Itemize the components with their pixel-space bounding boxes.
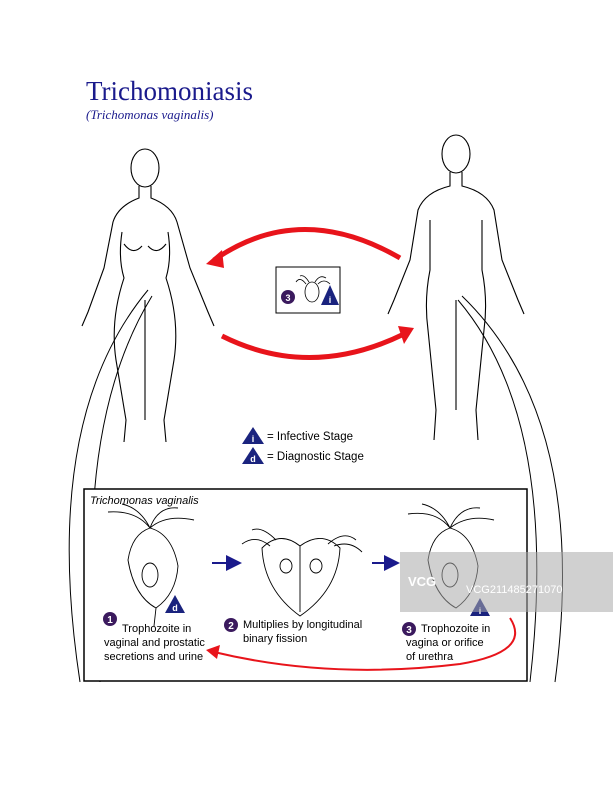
page-title: Trichomoniasis <box>86 76 254 106</box>
male-figure <box>387 134 525 441</box>
step-3-line-3: of urethra <box>406 651 454 663</box>
legend-infective-letter: i <box>252 434 255 444</box>
legend-infective-icon <box>242 427 264 444</box>
step-3-line-1: Trophozoite in <box>421 623 491 635</box>
step-3-line-2: vagina or orifice <box>406 637 484 649</box>
female-to-male-arrowhead <box>398 326 414 344</box>
legend-infective-label: = Infective Stage <box>267 431 353 443</box>
step-1-line-1: Trophozoite in <box>122 623 192 635</box>
step-2-number: 2 <box>228 621 234 632</box>
step-3-number: 3 <box>406 625 412 636</box>
trichomonad-small-icon <box>295 275 331 303</box>
transmission-infective-letter: i <box>329 295 332 305</box>
step-3-to-1-arrow <box>213 617 517 671</box>
step-1-number: 1 <box>107 615 113 626</box>
trophozoite-1-illustration <box>107 503 195 627</box>
legend-diagnostic-label: = Diagnostic Stage <box>267 451 364 463</box>
step-1-diagnostic-icon <box>165 595 185 613</box>
page-subtitle: (Trichomonas vaginalis) <box>86 107 214 122</box>
watermark-band: VCG VCG211485271070 <box>400 552 613 612</box>
step-2-line-2: binary fission <box>243 633 308 645</box>
female-to-male-arrow <box>220 331 406 360</box>
step-1-description: Trophozoite in <box>122 622 191 636</box>
step-3-description-cont: vagina or orifice of urethra <box>406 636 484 664</box>
legend-diagnostic-letter: d <box>250 454 256 464</box>
dividing-trophozoite-illustration <box>241 528 363 617</box>
step-2-description: Multiplies by longitudinal <box>243 618 362 632</box>
transmission-stage-badge <box>281 290 295 304</box>
male-to-female-arrowhead <box>206 250 224 268</box>
legend-diagnostic-icon <box>242 447 264 464</box>
watermark-code: VCG211485271070 <box>466 584 563 596</box>
female-figure <box>81 148 215 443</box>
step-1-line-2: vaginal and prostatic <box>104 637 205 649</box>
step-2-line-1: Multiplies by longitudinal <box>243 619 363 631</box>
male-to-box-curve-outer <box>461 295 563 683</box>
step-2-description-cont: binary fission <box>243 632 307 646</box>
step-2-badge <box>224 618 238 632</box>
male-to-box-curve <box>457 299 538 683</box>
step-3-badge <box>402 622 416 636</box>
step-3-to-1-arrowhead <box>206 645 220 659</box>
step-1-description-cont: vaginal and prostatic secretions and uri… <box>104 636 205 664</box>
female-to-box-curve <box>68 289 149 683</box>
watermark-logo: VCG <box>408 574 437 589</box>
step-1-line-3: secretions and urine <box>104 651 204 663</box>
transmission-stage-number: 3 <box>285 293 290 303</box>
male-to-female-arrow <box>212 227 402 263</box>
infective-marker-icon <box>321 285 339 305</box>
step-1-badge <box>103 612 117 626</box>
step-1-marker-letter: d <box>172 603 178 613</box>
life-cycle-box-title: Trichomonas vaginalis <box>90 495 199 507</box>
step-3-description: Trophozoite in <box>421 622 490 636</box>
